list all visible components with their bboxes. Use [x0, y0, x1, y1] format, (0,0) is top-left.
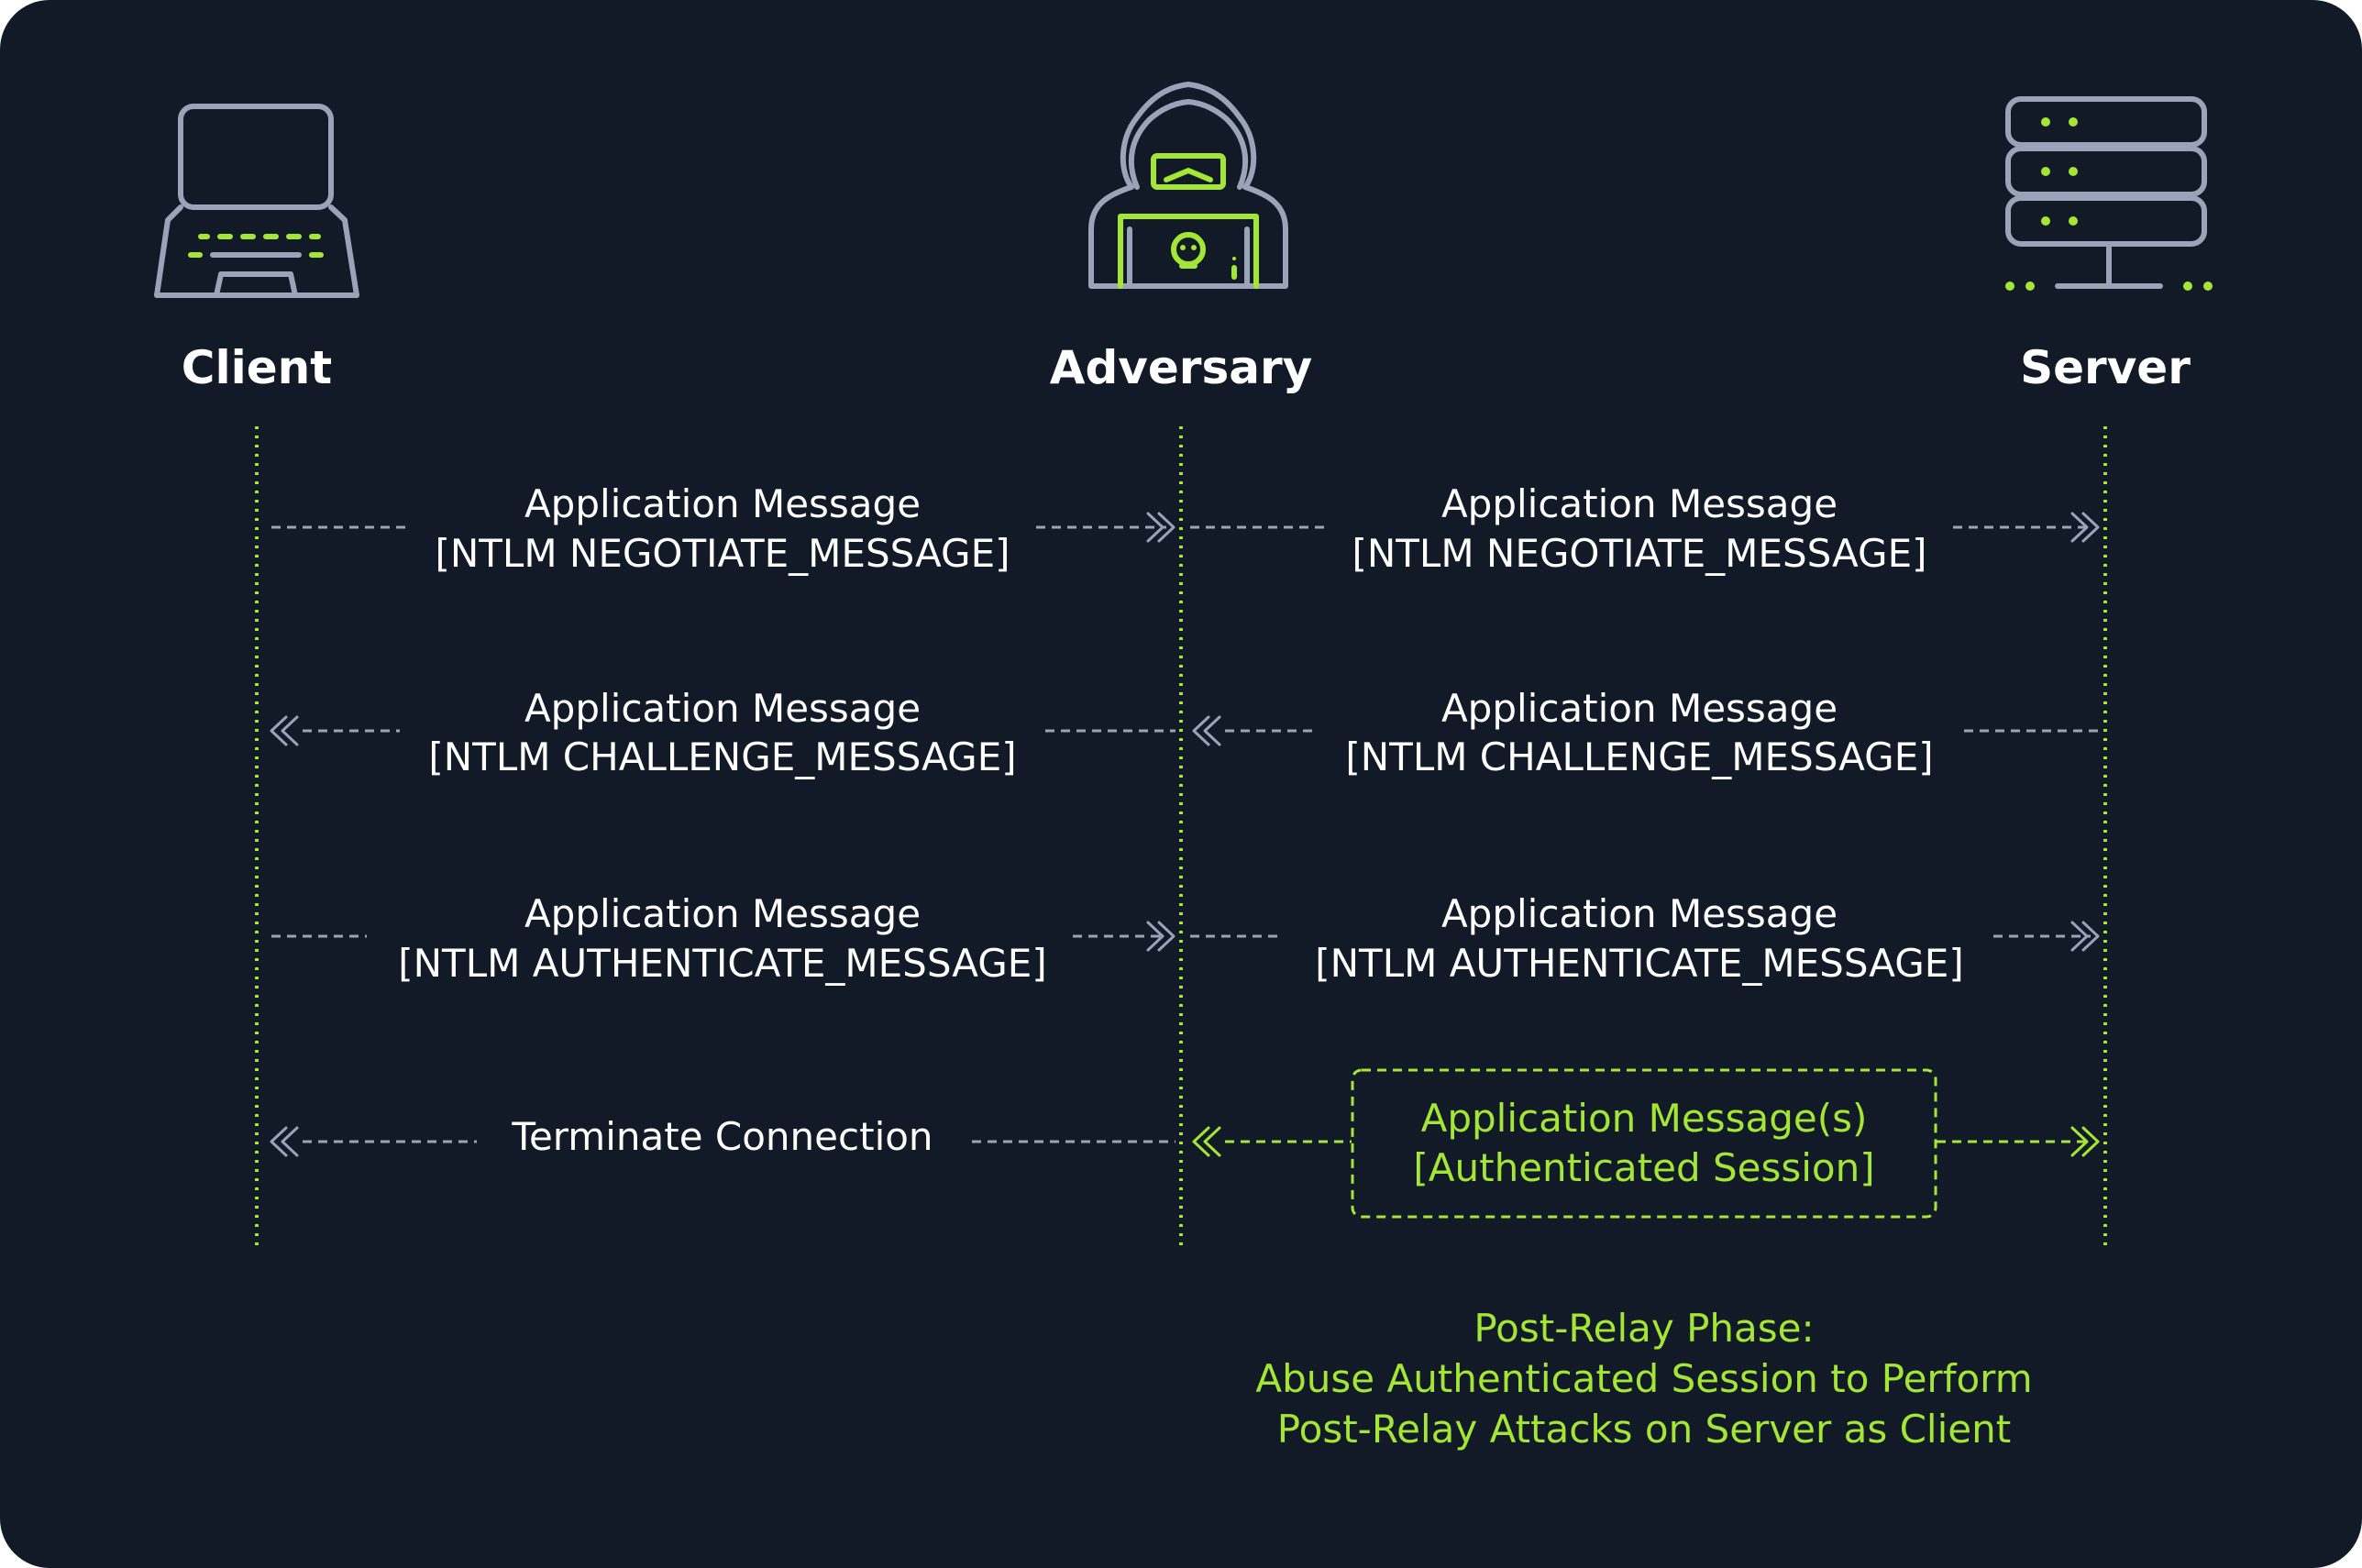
message-type-label: [NTLM AUTHENTICATE_MESSAGE]	[398, 941, 1046, 986]
message-label: Application Message	[1441, 481, 1838, 526]
laptop-icon	[154, 104, 359, 298]
arrow-terminate-adversary-to-client	[270, 1126, 1175, 1157]
post-relay-title: Post-Relay Phase:	[1473, 1306, 1814, 1351]
session-box-sublabel: [Authenticated Session]	[1413, 1145, 1874, 1190]
actor-client-label: Client	[182, 341, 332, 394]
message-type-label: [NTLM CHALLENGE_MESSAGE]	[1345, 734, 1933, 779]
arrow-authenticated-session	[1192, 1126, 2100, 1157]
arrow-authenticate-adversary-to-server	[1190, 921, 2100, 952]
message-type-label: [NTLM NEGOTIATE_MESSAGE]	[435, 531, 1010, 576]
message-label: Application Message	[524, 481, 921, 526]
message-label: Application Message	[524, 686, 921, 731]
message-label: Application Message	[1441, 686, 1838, 731]
message-label: Application Message	[524, 891, 921, 936]
arrow-challenge-server-to-adversary	[1192, 715, 2100, 746]
message-type-label: [NTLM NEGOTIATE_MESSAGE]	[1352, 531, 1926, 576]
arrow-challenge-adversary-to-client	[270, 715, 1175, 746]
actor-adversary-label: Adversary	[1050, 341, 1312, 394]
terminate-connection-label: Terminate Connection	[511, 1114, 933, 1159]
arrow-negotiate-adversary-to-server	[1190, 512, 2100, 543]
message-type-label: [NTLM CHALLENGE_MESSAGE]	[428, 734, 1016, 779]
arrow-authenticate-client-to-adversary	[271, 921, 1175, 952]
post-relay-line-2: Abuse Authenticated Session to Perform	[1255, 1356, 2032, 1401]
session-box-label: Application Message(s)	[1421, 1096, 1868, 1141]
post-relay-line-3: Post-Relay Attacks on Server as Client	[1277, 1407, 2011, 1452]
message-type-label: [NTLM AUTHENTICATE_MESSAGE]	[1315, 941, 1963, 986]
message-label: Application Message	[1441, 891, 1838, 936]
hacker-icon	[1088, 82, 1288, 289]
actor-server-label: Server	[2020, 341, 2191, 394]
server-icon	[2005, 96, 2213, 291]
authenticated-session-box	[1351, 1068, 1937, 1219]
arrow-negotiate-client-to-adversary	[271, 512, 1175, 543]
